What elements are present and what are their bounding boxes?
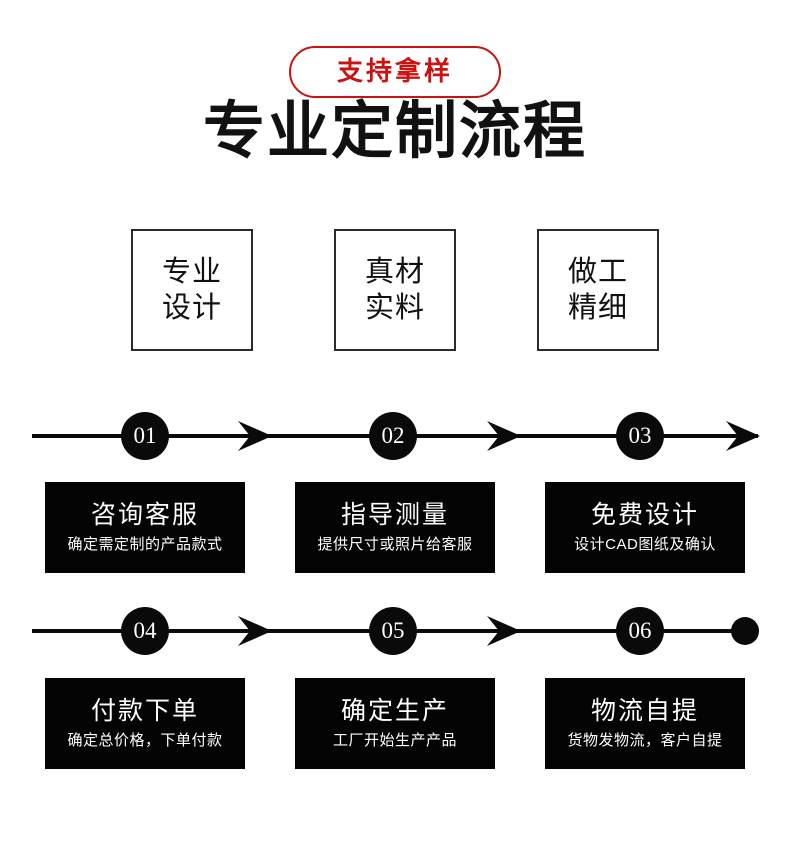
step-panel-06-subtitle: 货物发物流，客户自提 bbox=[567, 731, 723, 749]
badge-container: 支持拿样 bbox=[0, 46, 790, 98]
step-panel-04-title: 付款下单 bbox=[90, 697, 199, 725]
step-panel-05-title: 确定生产 bbox=[340, 697, 449, 725]
step-panel-02-subtitle: 提供尺寸或照片给客服 bbox=[317, 535, 473, 553]
arrowhead-icon bbox=[238, 421, 272, 451]
step-panel-03-subtitle: 设计CAD图纸及确认 bbox=[574, 535, 716, 553]
page-title: 专业定制流程 bbox=[202, 97, 587, 166]
timeline-node-03: 03 bbox=[616, 412, 664, 460]
step-panel-row-1: 咨询客服 确定需定制的产品款式 指导测量 提供尺寸或照片给客服 免费设计 设计C… bbox=[45, 482, 745, 573]
timeline-node-02: 02 bbox=[369, 412, 417, 460]
sample-support-badge: 支持拿样 bbox=[288, 46, 501, 98]
feature-box-design-line1: 专业 bbox=[161, 255, 222, 288]
arrowhead-icon bbox=[487, 616, 521, 646]
step-panel-06-title: 物流自提 bbox=[590, 697, 699, 725]
feature-box-row: 专业 设计 真材 实料 做工 精细 bbox=[131, 229, 659, 351]
timeline-node-06: 06 bbox=[616, 607, 664, 655]
feature-box-design-line2: 设计 bbox=[161, 292, 222, 324]
timeline-row-1: 01 02 03 bbox=[0, 406, 790, 466]
timeline-node-05: 05 bbox=[369, 607, 417, 655]
step-panel-03-title: 免费设计 bbox=[590, 501, 699, 529]
feature-box-material-line2: 实料 bbox=[364, 292, 425, 324]
feature-box-craft-line2: 精细 bbox=[567, 292, 628, 324]
arrowhead-icon bbox=[726, 421, 760, 451]
step-panel-05: 确定生产 工厂开始生产产品 bbox=[295, 678, 495, 769]
step-panel-01-title: 咨询客服 bbox=[90, 501, 199, 529]
feature-box-material: 真材 实料 bbox=[334, 229, 456, 351]
feature-box-material-line1: 真材 bbox=[364, 255, 425, 288]
step-panel-01-subtitle: 确定需定制的产品款式 bbox=[67, 535, 223, 553]
feature-box-design: 专业 设计 bbox=[131, 229, 253, 351]
step-panel-02: 指导测量 提供尺寸或照片给客服 bbox=[295, 482, 495, 573]
timeline-node-01: 01 bbox=[121, 412, 169, 460]
timeline-row-2: 04 05 06 bbox=[0, 601, 790, 661]
step-panel-row-2: 付款下单 确定总价格，下单付款 确定生产 工厂开始生产产品 物流自提 货物发物流… bbox=[45, 678, 745, 769]
timeline-end-dot-icon bbox=[731, 617, 759, 645]
feature-box-craft: 做工 精细 bbox=[537, 229, 659, 351]
step-panel-03: 免费设计 设计CAD图纸及确认 bbox=[545, 482, 745, 573]
step-panel-06: 物流自提 货物发物流，客户自提 bbox=[545, 678, 745, 769]
arrowhead-icon bbox=[487, 421, 521, 451]
step-panel-04: 付款下单 确定总价格，下单付款 bbox=[45, 678, 245, 769]
step-panel-01: 咨询客服 确定需定制的产品款式 bbox=[45, 482, 245, 573]
arrowhead-icon bbox=[238, 616, 272, 646]
step-panel-04-subtitle: 确定总价格，下单付款 bbox=[67, 731, 223, 749]
timeline-node-04: 04 bbox=[121, 607, 169, 655]
feature-box-craft-line1: 做工 bbox=[567, 255, 628, 288]
step-panel-05-subtitle: 工厂开始生产产品 bbox=[332, 731, 457, 749]
step-panel-02-title: 指导测量 bbox=[340, 501, 449, 529]
